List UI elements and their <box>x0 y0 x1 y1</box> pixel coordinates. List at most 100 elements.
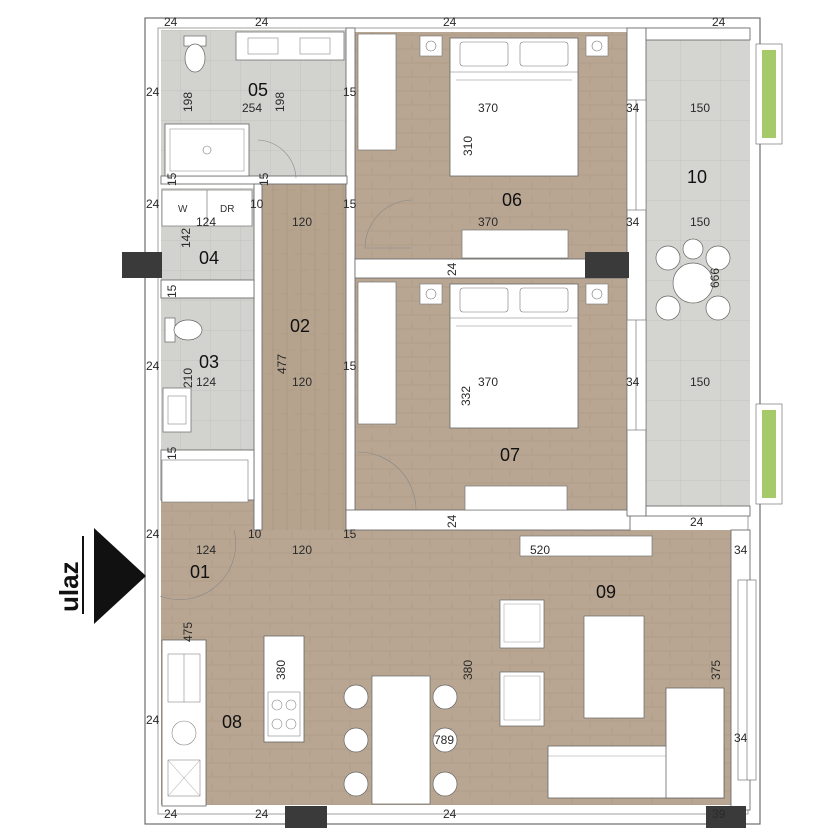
dimension-label: 15 <box>257 172 271 186</box>
room-09-label: 09 <box>596 582 616 602</box>
dimension-label: 789 <box>434 733 454 747</box>
dimension-label: 34 <box>734 731 748 745</box>
dimension-label: 477 <box>275 354 289 374</box>
dryer-label: DR <box>220 204 234 215</box>
dimension-label: 24 <box>164 15 178 29</box>
room-05-label: 05 <box>248 80 268 100</box>
dimension-label: 210 <box>181 368 195 388</box>
dimension-label: 24 <box>255 15 269 29</box>
dimension-label: 375 <box>709 660 723 680</box>
room-labels: 05 04 03 02 06 07 10 01 09 08 <box>190 80 707 732</box>
dimension-label: 370 <box>478 375 498 389</box>
dimension-label: 15 <box>343 85 357 99</box>
dimensions: 24 24 24 24 24 198 254 198 15 15 15 24 1… <box>146 15 748 821</box>
sink-icon <box>162 387 192 433</box>
dimension-label: 24 <box>443 15 457 29</box>
dimension-label: 15 <box>343 197 357 211</box>
dimension-label: 24 <box>146 85 160 99</box>
dimension-label: 370 <box>478 215 498 229</box>
dimension-label: 310 <box>461 136 475 156</box>
dimension-label: 142 <box>179 228 193 248</box>
dimension-label: 124 <box>196 543 216 557</box>
wardrobe-icon <box>357 281 397 425</box>
coffee-table-icon <box>583 615 645 719</box>
dimension-label: 254 <box>242 101 262 115</box>
floor-02-hall <box>262 184 346 530</box>
entry-nook <box>161 459 249 503</box>
shower-tray-icon <box>164 123 250 177</box>
dimension-label: 380 <box>461 660 475 680</box>
room-08-label: 08 <box>222 712 242 732</box>
sink-counter-icon <box>235 31 345 61</box>
dimension-label: 120 <box>292 543 312 557</box>
room-06-label: 06 <box>502 190 522 210</box>
kitchen-counter-icon <box>161 639 207 807</box>
dimension-label: 198 <box>273 92 287 112</box>
entrance-arrow-icon <box>94 528 146 624</box>
room-01-label: 01 <box>190 562 210 582</box>
floor-01-entry <box>161 500 261 532</box>
dimension-label: 24 <box>255 807 269 821</box>
dimension-label: 24 <box>146 527 160 541</box>
dresser-icon <box>461 229 569 259</box>
door-swing <box>364 199 413 249</box>
dimension-label: 332 <box>459 386 473 406</box>
dimension-label: 124 <box>196 215 216 229</box>
dimension-label: 24 <box>712 15 726 29</box>
dining-table-icon <box>343 675 458 805</box>
dimension-label: 10 <box>250 197 264 211</box>
dimension-label: 24 <box>146 197 160 211</box>
dimension-label: 15 <box>343 359 357 373</box>
dimension-label: 475 <box>181 622 195 642</box>
toilet-icon <box>183 35 207 73</box>
dimension-label: 24 <box>146 713 160 727</box>
room-03-label: 03 <box>199 352 219 372</box>
dimension-label: 24 <box>445 262 459 276</box>
room-07-label: 07 <box>500 445 520 465</box>
dimension-label: 124 <box>196 375 216 389</box>
dimension-label: 150 <box>690 101 710 115</box>
outdoor-table-icon <box>655 238 731 321</box>
entrance-label: ulaz <box>54 561 84 612</box>
dimension-label: 15 <box>343 527 357 541</box>
dimension-label: 370 <box>478 101 498 115</box>
toilet-icon <box>164 317 203 343</box>
door-swing <box>159 529 236 600</box>
kitchen-island-icon <box>263 635 305 743</box>
dimension-label: 10 <box>248 527 262 541</box>
dimension-label: 198 <box>181 92 195 112</box>
dimension-label: 150 <box>690 375 710 389</box>
double-bed-icon <box>419 35 609 177</box>
dimension-label: 120 <box>292 375 312 389</box>
tv-unit-icon <box>519 535 653 557</box>
armchair-icon <box>499 599 545 649</box>
dimension-label: 24 <box>146 359 160 373</box>
room-04-label: 04 <box>199 248 219 268</box>
room-02-label: 02 <box>290 316 310 336</box>
dimension-label: 34 <box>626 375 640 389</box>
armchair-icon <box>499 671 545 727</box>
dimension-label: 15 <box>165 172 179 186</box>
room-10-label: 10 <box>687 167 707 187</box>
wardrobe-icon <box>357 33 397 151</box>
dimension-label: 15 <box>165 284 179 298</box>
planter <box>755 43 783 145</box>
dimension-label: 520 <box>530 543 550 557</box>
dimension-label: 15 <box>165 446 179 460</box>
dimension-label: 34 <box>626 101 640 115</box>
dimension-label: 150 <box>690 215 710 229</box>
planter <box>755 403 783 505</box>
sofa-icon <box>547 687 725 799</box>
washer-dryer-icon <box>161 189 253 227</box>
dimension-label: 34 <box>734 543 748 557</box>
dimension-label: 24 <box>443 807 457 821</box>
double-bed-icon <box>419 283 609 429</box>
dimension-label: 24 <box>164 807 178 821</box>
dimension-label: 34 <box>626 215 640 229</box>
door-swing <box>257 139 297 179</box>
dimension-label: 666 <box>708 268 722 288</box>
dimension-label: 24 <box>690 515 704 529</box>
dimension-label: 24 <box>445 514 459 528</box>
washer-label: W <box>178 204 188 215</box>
